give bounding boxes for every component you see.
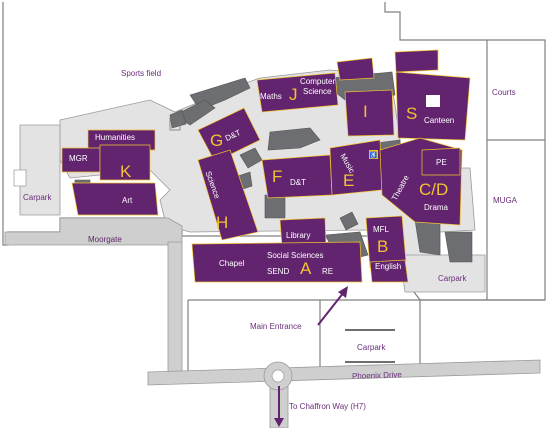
block-k-humanities-label: Humanities: [95, 133, 136, 142]
block-i-letter: I: [363, 102, 368, 121]
block-e-letter: E: [343, 171, 355, 190]
block-g-letter: G: [210, 131, 224, 150]
block-k: [99, 144, 151, 181]
block-i: [344, 89, 395, 137]
block-j-maths-label: Maths: [260, 92, 282, 101]
block-a-re-label: RE: [322, 267, 334, 276]
block-a-chapel-label: Chapel: [219, 259, 245, 268]
moorgate-road: [4, 217, 183, 246]
block-cd-letter: C/D: [419, 180, 449, 199]
moorgate-label: Moorgate: [88, 235, 122, 244]
access-road: [167, 241, 183, 376]
block-a-library-label: Library: [286, 231, 311, 240]
phoenix-drive-road: [147, 359, 541, 386]
block-b: [365, 215, 407, 269]
courts-label: Courts: [492, 88, 516, 97]
carpark-west-label: Carpark: [23, 193, 52, 202]
block-h-letter: H: [216, 213, 229, 232]
block-k-art-label: Art: [122, 196, 133, 205]
svg-text:♿: ♿: [370, 151, 378, 159]
muga-label: MUGA: [493, 196, 517, 205]
chaffron-way-label: To Chaffron Way (H7): [289, 402, 366, 411]
block-f-dt-label: D&T: [290, 178, 306, 187]
phoenix-drive-label: Phoenix Drive: [351, 370, 402, 381]
carpark-bays: [345, 329, 395, 363]
block-a-send-label: SEND: [267, 267, 290, 276]
block-j-letter: J: [289, 85, 298, 104]
main-entrance-label: Main Entrance: [250, 322, 302, 331]
block-e: [329, 139, 383, 196]
roads: [4, 217, 541, 428]
block-k-letter: K: [120, 162, 132, 181]
block-b-mfl-label: MFL: [373, 225, 389, 234]
block-j-line1: Computer: [300, 77, 336, 86]
block-k-mgr-label: MGR: [69, 154, 88, 163]
block-a-social-label: Social Sciences: [267, 251, 324, 260]
roof-details: [13, 95, 440, 187]
block-s-letter: S: [406, 104, 418, 123]
chaffron-arrow-icon: [274, 386, 284, 427]
block-cd-pe-label: PE: [436, 158, 447, 167]
block-h: [197, 149, 259, 241]
block-b-english-label: English: [375, 262, 402, 271]
sports-field-label: Sports field: [121, 69, 162, 78]
buildings: [61, 49, 471, 283]
carpark-east-label: Carpark: [438, 274, 467, 283]
block-cd-drama-label: Drama: [424, 203, 449, 212]
block-k-art: [71, 182, 159, 216]
block-f-letter: F: [272, 167, 283, 186]
entrance-arrow-icon: [317, 286, 348, 326]
block-j-line2: Science: [303, 87, 332, 96]
block-a: [191, 241, 363, 283]
block-j: [256, 72, 339, 113]
toilets-icon: ♿: [369, 150, 378, 159]
block-g: [197, 107, 261, 163]
block-s-canteen-label: Canteen: [424, 116, 455, 125]
carpark-south-label: Carpark: [357, 343, 386, 352]
block-b-letter: B: [377, 237, 389, 256]
block-a-letter: A: [300, 259, 312, 278]
roundabout-icon: [263, 361, 293, 391]
